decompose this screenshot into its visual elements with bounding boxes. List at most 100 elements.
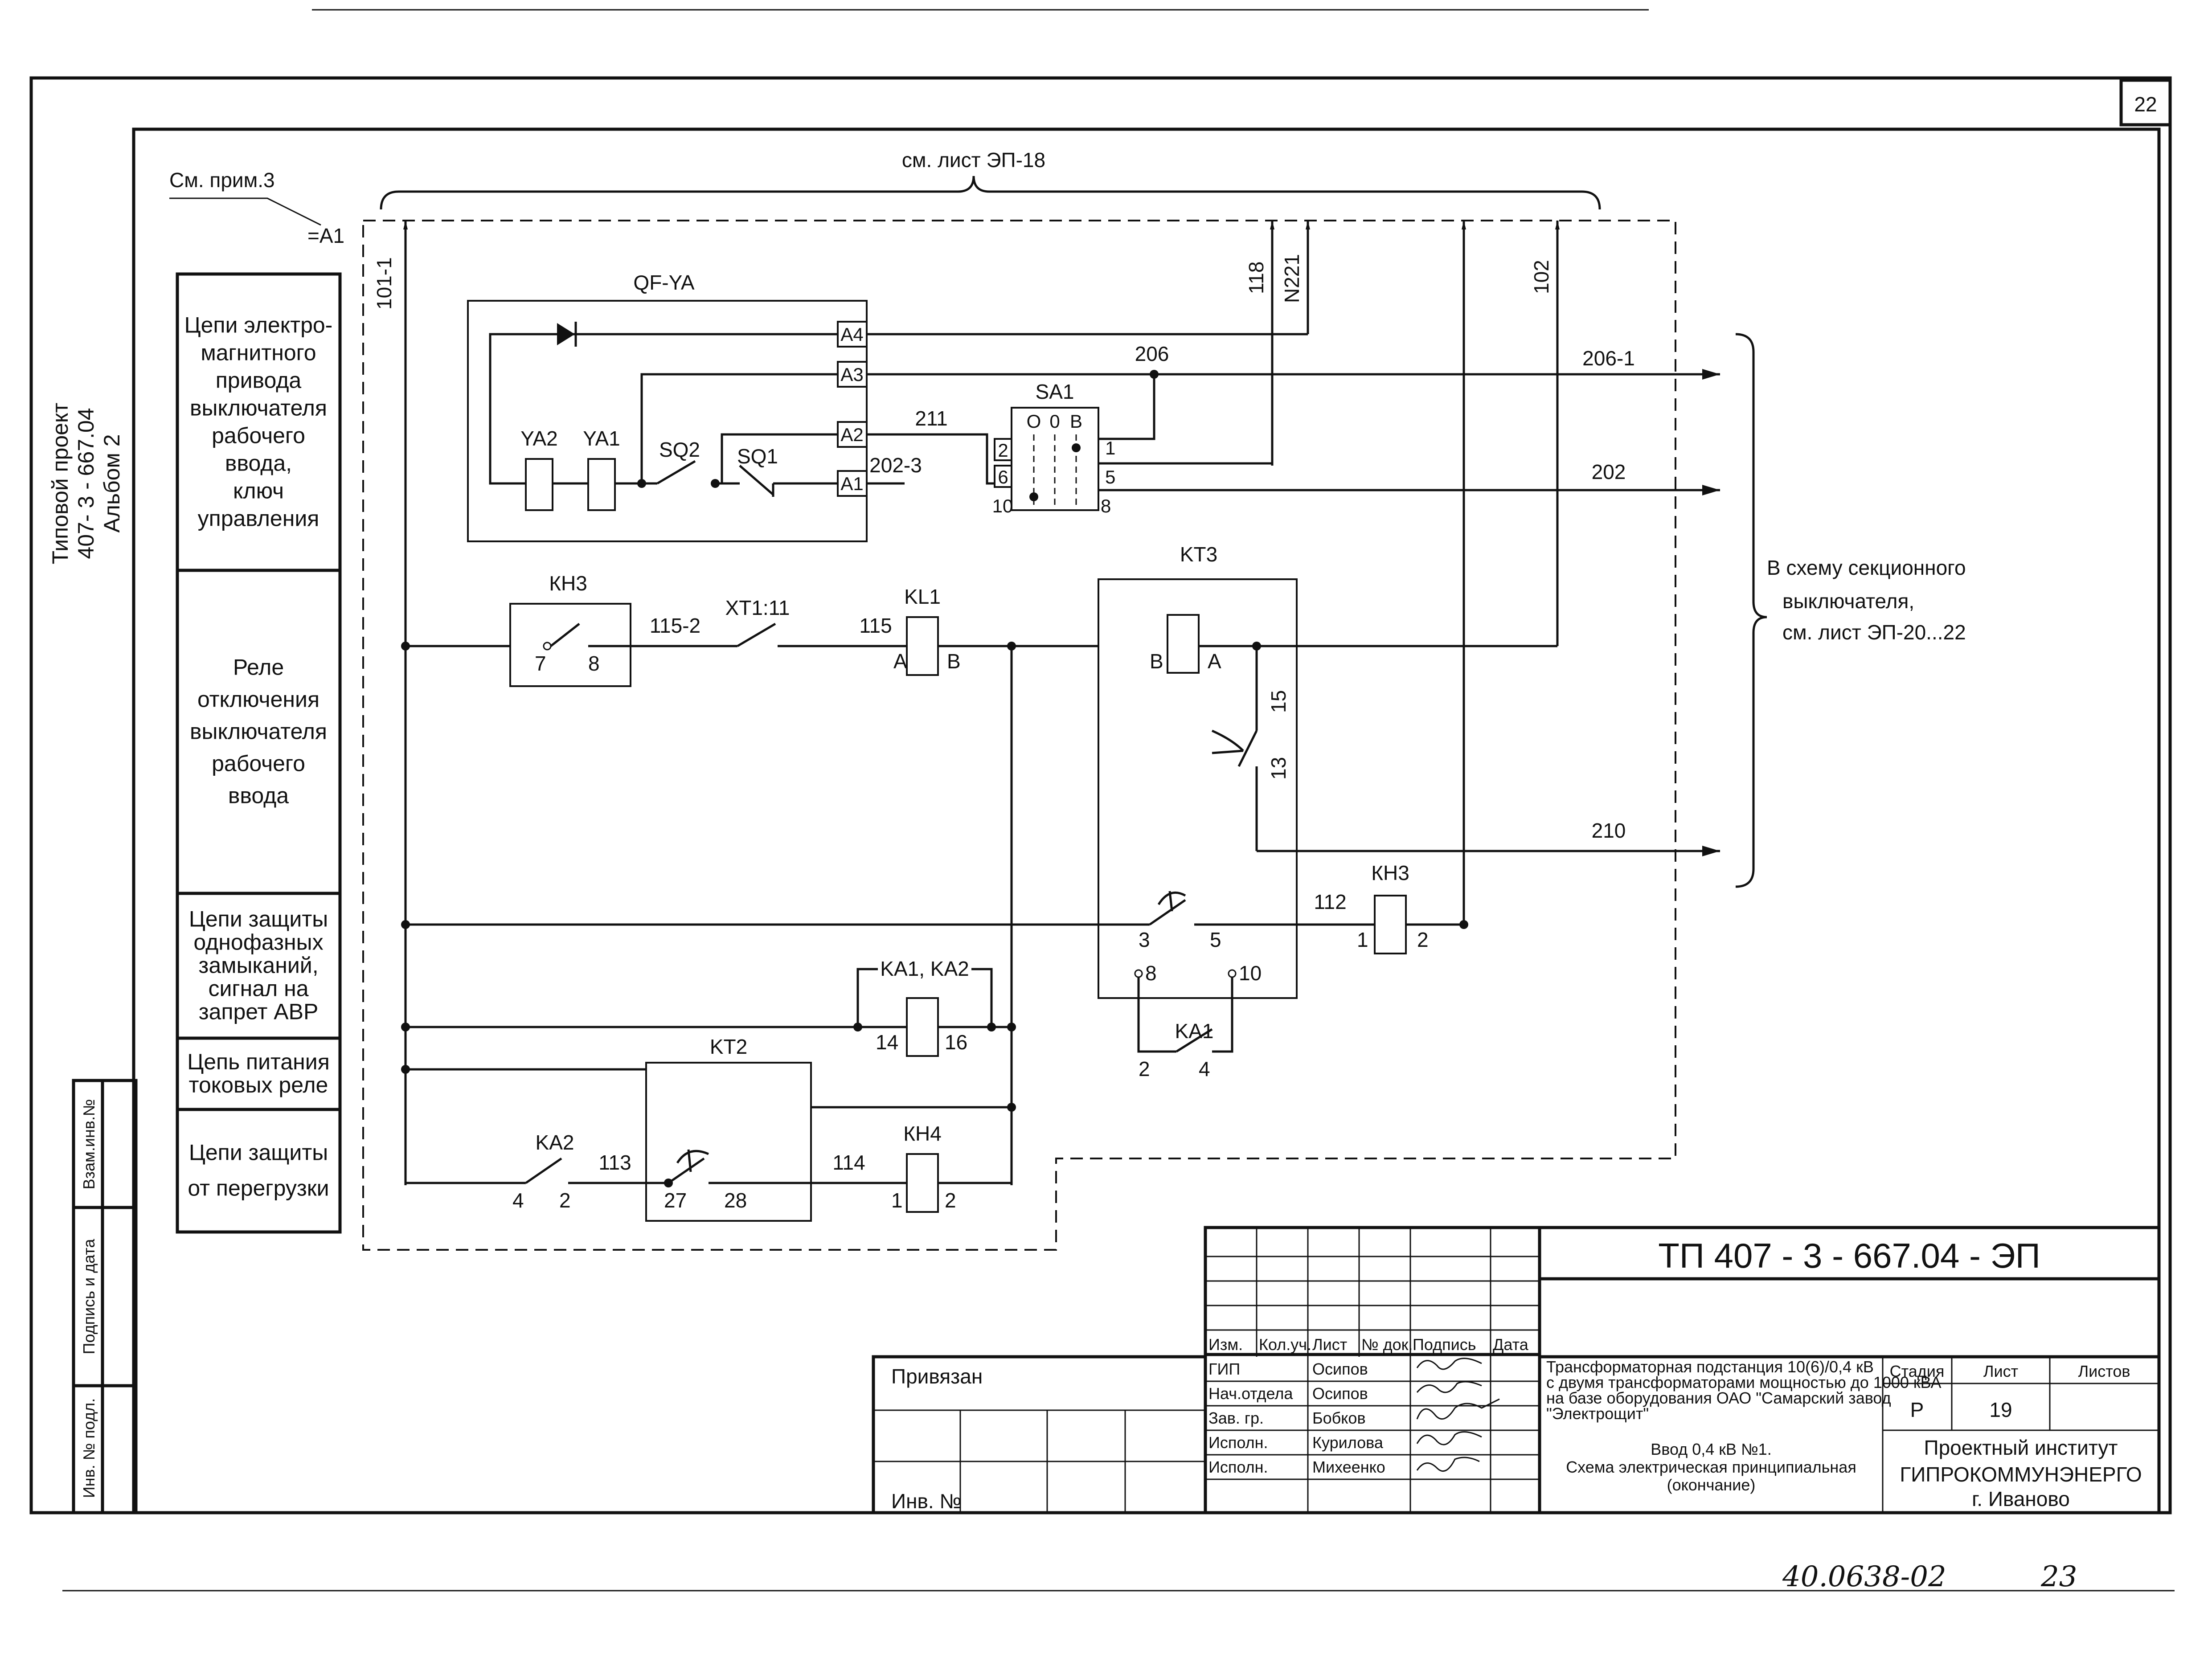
wire-102: 102 (1530, 260, 1553, 294)
see-note: См. прим.3 (169, 168, 275, 192)
kt3-coil (1167, 614, 1200, 674)
wire-N221: N221 (1280, 254, 1303, 303)
inv-no-label: Инв. № (891, 1490, 962, 1513)
ka2-label: KA2 (536, 1131, 574, 1154)
stage-head: Стадия (1890, 1362, 1945, 1380)
sa1-term-10: 10 (992, 495, 1013, 516)
kh3-coil (1374, 895, 1407, 954)
sa1-term-5: 5 (1105, 467, 1115, 487)
term-a4: A4 (840, 324, 863, 345)
sheet-head: Лист (1983, 1362, 2018, 1380)
kn3-label: КН3 (549, 572, 587, 595)
see-sheet-top: см. лист ЭП-18 (902, 148, 1045, 172)
section-line: ввода (228, 783, 289, 808)
section-line: сигнал на (208, 976, 308, 1001)
sa1-term-8: 8 (1101, 495, 1111, 516)
row-name-0: Осипов (1312, 1360, 1368, 1378)
kn3-term-7: 7 (535, 652, 546, 675)
section-line: выключателя (190, 396, 327, 421)
wire-206: 206 (1135, 342, 1169, 365)
section-line: выключателя (190, 719, 327, 744)
left-project-label: Типовой проект 407- 3 - 667.04 Альбом 2 (48, 403, 124, 565)
section-drive-circuits: Цепи электро-магнитного привода выключател… (184, 313, 333, 531)
col-podpis: Подпись (1413, 1335, 1476, 1354)
kt3-term-15: 15 (1267, 690, 1290, 713)
sheet-number: 22 (2134, 93, 2157, 116)
project-line2: 407- 3 - 667.04 (74, 408, 98, 559)
ka1-term-4: 4 (1199, 1057, 1210, 1080)
col-izm: Изм. (1208, 1335, 1243, 1354)
project-line3: Альбом 2 (99, 434, 124, 532)
ka12-term-14: 14 (876, 1031, 898, 1054)
ka1-term-2: 2 (1139, 1057, 1150, 1080)
stamp-inv: Инв. № подл. (80, 1398, 98, 1498)
wire-113: 113 (598, 1151, 631, 1174)
section-line: запрет АВР (199, 999, 319, 1024)
institute-1: Проектный институт (1924, 1436, 2118, 1459)
kt3-label: KT3 (1180, 543, 1217, 566)
kh4-term-2: 2 (945, 1189, 956, 1212)
section-line: от перегрузки (188, 1176, 329, 1201)
ka12-coil (906, 997, 939, 1057)
section-line: Цепи защиты (189, 1140, 328, 1165)
kn3-term-8: 8 (588, 652, 600, 675)
sa1-term-2: 2 (998, 440, 1008, 461)
kt3-term-3: 3 (1139, 928, 1150, 951)
sa1-label: SA1 (1036, 380, 1074, 403)
ka2-term-4: 4 (512, 1189, 524, 1212)
section-line: рабочего (212, 423, 305, 448)
kt3-term-10: 10 (1239, 962, 1262, 985)
col-list: Лист (1312, 1335, 1347, 1354)
desc-4: "Электрощит" (1546, 1404, 1649, 1423)
kt3-b: B (1150, 650, 1163, 673)
sa1-pos-0: 0 (1049, 411, 1060, 432)
wire-118: 118 (1245, 262, 1268, 294)
section-line: замыканий, (198, 953, 318, 978)
kh4-term-1: 1 (891, 1189, 903, 1212)
section-line: Цепь питания (187, 1049, 330, 1074)
kh4-label: КН4 (903, 1122, 942, 1145)
wire-210: 210 (1592, 819, 1626, 842)
wire-206-1: 206-1 (1582, 347, 1635, 370)
section-line: ключ (233, 479, 284, 503)
ka1-label: KA1 (1175, 1019, 1214, 1043)
section-line: Цепи электро- (184, 313, 333, 338)
row-name-4: Михеенко (1312, 1458, 1385, 1476)
desc-3: на базе оборудования ОАО "Самарский заво… (1546, 1389, 1891, 1407)
privyazan-label: Привязан (891, 1365, 983, 1388)
row-role-2: Зав. гр. (1208, 1409, 1264, 1427)
term-a1: A1 (840, 473, 863, 494)
sa1-term-1: 1 (1105, 438, 1115, 458)
sa1-term-6: 6 (998, 467, 1008, 487)
kh4-coil (906, 1153, 939, 1213)
kt3-term-5: 5 (1210, 928, 1221, 951)
kl1-b: B (947, 650, 961, 673)
sheet-value: 19 (1989, 1398, 2012, 1421)
stage-value: Р (1910, 1398, 1924, 1421)
kh3-term-2: 2 (1417, 928, 1429, 951)
institute-2: ГИПРОКОММУНЭНЕРГО (1900, 1463, 2142, 1486)
wire-115-2: 115-2 (650, 614, 700, 637)
section-line: магнитного (201, 340, 316, 365)
section-line: привода (216, 368, 302, 393)
sa1-pos-o: O (1027, 411, 1041, 432)
kh3-term-1: 1 (1357, 928, 1368, 951)
kt2-term-27: 27 (664, 1189, 687, 1212)
handwritten-notes: 40.0638-02 23 (1782, 1560, 2077, 1593)
section-line: Цепи защиты (189, 907, 328, 932)
desc-1: Трансформаторная подстанция 10(6)/0,4 кВ (1546, 1358, 1874, 1376)
wire-112: 112 (1314, 890, 1346, 913)
ya1-coil (587, 458, 616, 511)
section-line: рабочего (212, 751, 305, 776)
stamp-vzam: Взам.инв.№ (80, 1099, 98, 1189)
sa1-pos-b: B (1070, 411, 1082, 432)
section-line: управления (198, 506, 320, 531)
desc-2: с двумя трансформаторами мощностью до 10… (1546, 1373, 1941, 1392)
sheet-title-1: Ввод 0,4 кВ №1. (1651, 1440, 1771, 1458)
to-section-2: выключателя, (1782, 589, 1914, 613)
section-column: Цепи электро-магнитного привода выключател… (176, 272, 342, 1234)
institute-3: г. Иваново (1972, 1487, 2070, 1510)
